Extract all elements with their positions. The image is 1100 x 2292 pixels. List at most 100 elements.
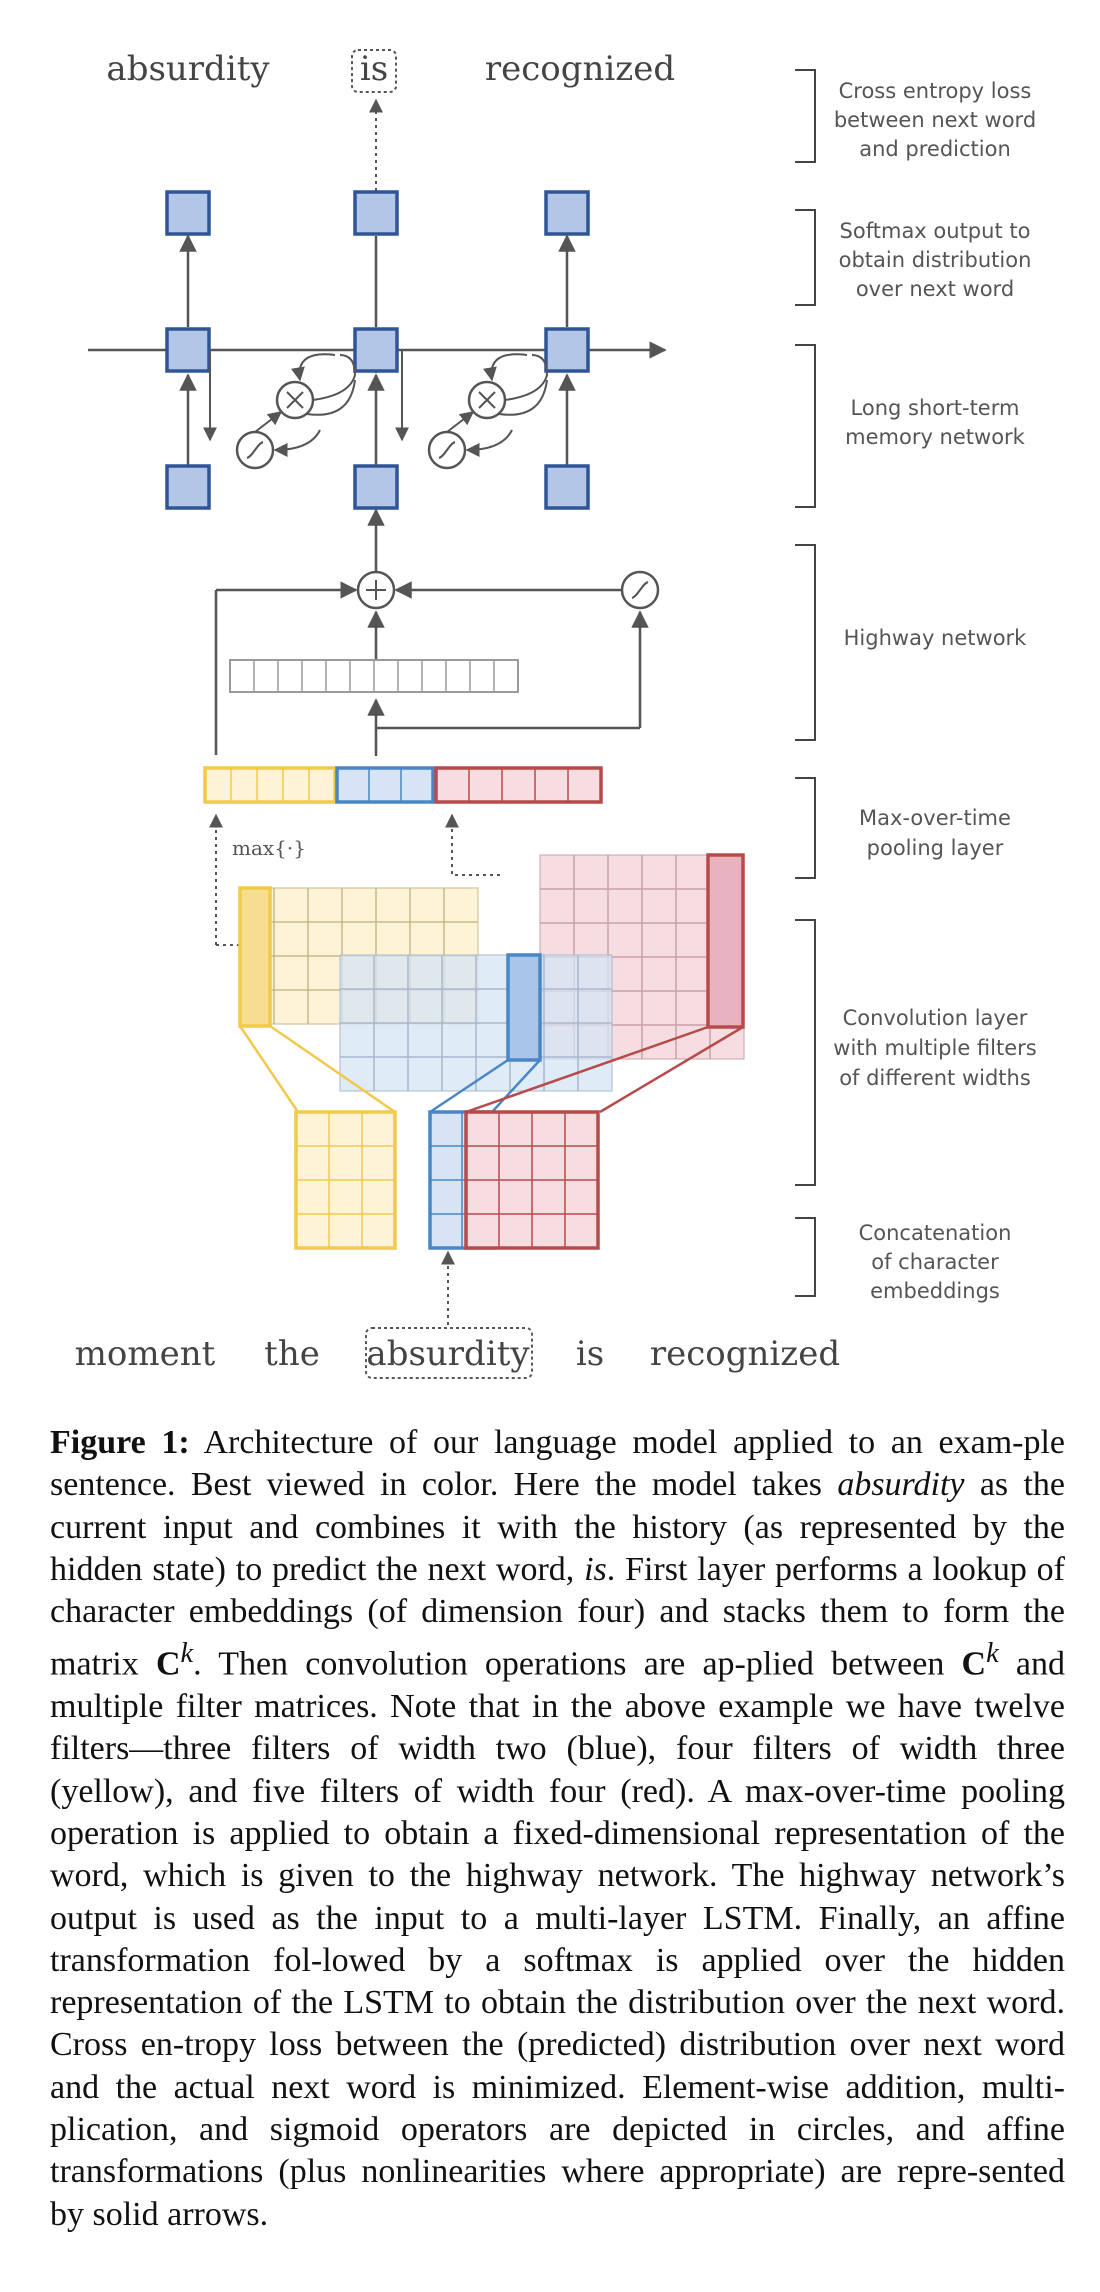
caption-text: sented by solid arrows. (50, 2153, 1065, 2233)
lstm-input-box (353, 464, 399, 510)
highway-sigmoid-glyph (631, 581, 649, 599)
caption-text: k (986, 1638, 999, 1670)
input-word: is (576, 1334, 604, 1374)
gate-2-gate-line (446, 411, 475, 433)
architecture-diagram: absurdity is recognized max{·} moment the absu… (75, 49, 1037, 1379)
caption-text: C (155, 1645, 181, 1683)
highway-hidden-layer (229, 659, 519, 693)
pooled-yellow-features-fill (205, 768, 335, 802)
layer-label: Concatenation (859, 1221, 1012, 1245)
char-embedding-yellow (294, 1110, 397, 1250)
gate-2-gate-loop (483, 353, 528, 382)
caption-text: k (180, 1638, 194, 1670)
conv-blue-map (339, 954, 613, 1092)
caption-text: them to form the matrix (50, 1593, 1066, 1683)
caption-text: the LSTM to obtain the distribution over… (50, 1984, 1065, 2064)
output-word: is (360, 49, 388, 89)
layer-bracket (795, 69, 816, 163)
input-word: the (264, 1334, 320, 1374)
layer-label: Convolution layer (843, 1006, 1028, 1030)
layer-label: and prediction (859, 137, 1011, 161)
pooled-blue-features-border (335, 766, 435, 804)
input-word: moment (75, 1334, 216, 1374)
layer-bracket (795, 919, 816, 1186)
char-embedding-yellow-border (294, 1110, 397, 1250)
softmax-output-box (353, 190, 399, 236)
gate-2-gate-line (465, 429, 513, 457)
caption-text: . Then convolution operations are ap- (193, 1645, 746, 1683)
layer-bracket (795, 344, 816, 508)
caption-text: transformations (plus nonlinearities whe… (50, 2153, 979, 2191)
lstm-input-box (544, 464, 590, 510)
conv-red-highlight (706, 853, 745, 1029)
caption-text: by the hidden state) to predict the next… (50, 1508, 1066, 1588)
gate-2-gate-loop (504, 354, 549, 401)
layer-label: Cross entropy loss (839, 79, 1032, 103)
layer-label: with multiple filters (833, 1036, 1036, 1060)
layer-label: over next word (856, 277, 1014, 301)
lstm-hidden-box (544, 327, 590, 373)
layer-label: embeddings (870, 1279, 1000, 1303)
gate-2-times-glyph (478, 391, 496, 409)
lstm-hidden-box (165, 327, 211, 373)
caption-text: plication, and sigmoid operators are dep… (50, 2111, 1065, 2149)
max-pool-red-arrow (445, 813, 500, 876)
layer-label: Long short-term (851, 396, 1020, 420)
conv-blue-map-border (339, 954, 613, 1092)
layer-label: of character (871, 1250, 999, 1274)
input-word: recognized (650, 1334, 840, 1374)
figure-caption: Figure 1: Architecture of our language m… (50, 1422, 1065, 2236)
input-word: absurdity (366, 1334, 530, 1374)
layer-label: obtain distribution (839, 248, 1032, 272)
caption-text: . First layer performs (606, 1550, 898, 1588)
pooled-red-features-fill (436, 768, 601, 802)
caption-text: four (red). A max-over-time pooling oper… (50, 1772, 1065, 1852)
red-filter-line (465, 1025, 709, 1114)
pooled-red-features (434, 766, 603, 804)
caption-text: ple sentence. Best viewed in color. Here… (50, 1424, 1066, 1504)
conv-yellow-highlight (238, 886, 272, 1028)
gate-1-gate-line (254, 411, 283, 433)
caption-text: and multiple filter matrices. Note that … (50, 1645, 1065, 1726)
layer-label: of different widths (839, 1066, 1031, 1090)
layer-label: Highway network (844, 626, 1028, 650)
layer-bracket (795, 209, 816, 306)
layer-bracket (795, 777, 816, 879)
gate-2-gate-loop (498, 379, 548, 416)
max-pooling-label: max{·} (232, 836, 306, 860)
caption-text: lowed by a softmax is applied over the h… (50, 1941, 1065, 2022)
caption-text: C (961, 1645, 987, 1683)
caption-text: plied between (745, 1645, 962, 1683)
gate-1-gate-loop (306, 379, 356, 416)
caption-text: is (584, 1550, 607, 1588)
lstm-input-box (165, 464, 211, 510)
pooled-blue-features-fill (337, 768, 433, 802)
gate-1-sigmoid-glyph (246, 441, 264, 459)
gate-1-gate-loop (312, 354, 357, 401)
char-embedding-red (464, 1110, 600, 1250)
conv-blue-highlight (506, 953, 542, 1062)
caption-text: (blue), four filters of width three (yel… (50, 1730, 1065, 1810)
pooled-red-features-border (434, 766, 603, 804)
gate-1-times-glyph (286, 391, 304, 409)
caption-text: as the current input and combines it wit… (50, 1466, 1065, 1546)
output-word: absurdity (106, 49, 270, 89)
layer-label: between next word (834, 108, 1036, 132)
gate-1-gate-loop (291, 353, 336, 382)
caption-text: Architecture of our language model appli… (203, 1424, 1024, 1461)
yellow-filter-line (238, 1025, 300, 1113)
figure-label: Figure 1: (50, 1424, 190, 1461)
pooled-yellow-features (203, 766, 337, 804)
lstm-hidden-box (353, 327, 399, 373)
current-input-box (365, 1327, 533, 1379)
caption-text: above example we have twelve filters—thr… (50, 1688, 1065, 1768)
caption-text: a fixed-dimensional representation of th… (50, 1815, 1065, 1895)
pooled-blue-features (335, 766, 435, 804)
caption-text: the highway network. The highway network… (50, 1857, 1066, 1937)
highway-hidden-layer-border (229, 659, 519, 693)
caption-text: input to a multi-layer LSTM. Finally, an… (50, 1899, 1065, 1979)
softmax-output-box (165, 190, 211, 236)
caption-text: a lookup of character embeddings (of dim… (50, 1550, 1065, 1631)
output-word: recognized (485, 49, 675, 89)
blue-filter-line (491, 1059, 541, 1113)
